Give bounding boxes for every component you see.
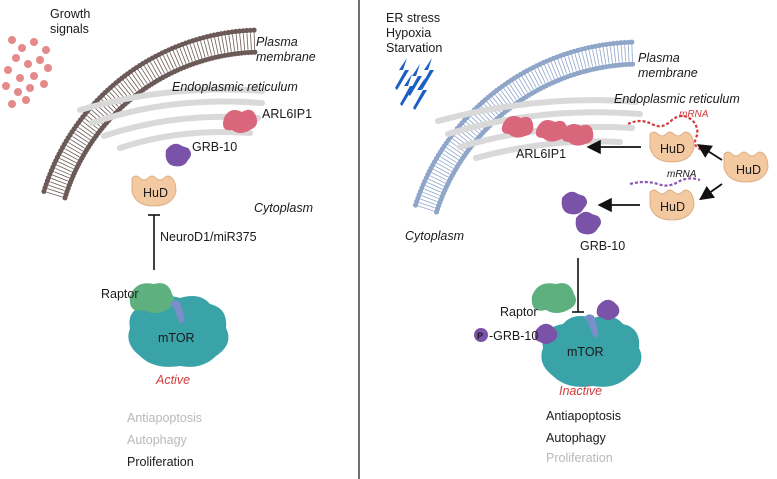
stress-label-hypoxia: Hypoxia xyxy=(386,26,431,40)
mrna-label-top: mRNA xyxy=(679,109,709,120)
growth-signals-label-line1: Growth xyxy=(50,7,90,21)
outcome-proliferation-left: Proliferation xyxy=(127,455,194,469)
p-grb10-protein xyxy=(534,323,558,344)
growth-signal-dot xyxy=(2,82,10,90)
outcome-proliferation-right: Proliferation xyxy=(546,451,613,465)
outcome-autophagy-right: Autophagy xyxy=(546,431,607,445)
growth-signal-dot xyxy=(36,56,44,64)
hud-protein-top-right xyxy=(649,131,695,163)
right-panel: ER stress Hypoxia Starvation Plasma memb… xyxy=(386,11,769,465)
endoplasmic-reticulum-right xyxy=(435,97,643,161)
outcome-antiapoptosis-left: Antiapoptosis xyxy=(127,411,202,425)
arl6ip1-label-right: ARL6IP1 xyxy=(516,147,566,161)
hud-protein-left xyxy=(131,175,177,207)
mrna-label-bottom: mRNA xyxy=(667,169,697,180)
outcome-antiapoptosis-right: Antiapoptosis xyxy=(546,409,621,423)
arl6ip1-proteins-right xyxy=(501,116,594,146)
hud-label-free: HuD xyxy=(736,163,761,177)
cytoplasm-label-left: Cytoplasm xyxy=(254,201,313,215)
hud-label-top-right: HuD xyxy=(660,142,685,156)
growth-signals-label-line2: signals xyxy=(50,22,89,36)
grb10-free-near-mtor xyxy=(596,299,620,320)
neurod1-label: NeuroD1/miR375 xyxy=(160,230,257,244)
left-panel: Growth signals Plasma membrane Endoplasm… xyxy=(2,7,316,469)
growth-signal-dot xyxy=(8,100,16,108)
growth-signal-dot xyxy=(24,60,32,68)
arrow-free-hud-to-top xyxy=(696,144,723,161)
growth-signal-dot xyxy=(44,64,52,72)
arrow-free-hud-to-bottom xyxy=(699,183,723,201)
plasma-membrane-label-line2: membrane xyxy=(256,50,316,64)
growth-signal-dot xyxy=(12,54,20,62)
stress-lightning-icon xyxy=(395,58,434,110)
phospho-badge xyxy=(474,328,488,342)
raptor-label-right: Raptor xyxy=(500,305,538,319)
plasma-membrane-label-line1: Plasma xyxy=(256,35,298,49)
hud-label-bottom-right: HuD xyxy=(660,200,685,214)
plasma-membrane-left xyxy=(41,27,258,201)
grb10-label-right: GRB-10 xyxy=(580,239,625,253)
arl6ip1-label-left: ARL6IP1 xyxy=(262,107,312,121)
plasma-membrane-label-right-line2: membrane xyxy=(638,66,698,80)
state-label-inactive: Inactive xyxy=(559,384,602,398)
phospho-label: P xyxy=(477,331,483,341)
growth-signal-dot xyxy=(30,72,38,80)
mtor-complex-right xyxy=(541,316,642,387)
grb10-bound-mtor-right xyxy=(584,314,599,338)
mtor-complex-left xyxy=(128,296,229,367)
mtor-label-right: mTOR xyxy=(567,345,604,359)
mrna-strand-top xyxy=(627,114,705,152)
state-label-active: Active xyxy=(155,373,190,387)
raptor-protein-right xyxy=(531,283,576,313)
cytoplasm-label-right: Cytoplasm xyxy=(405,229,464,243)
growth-signal-dot xyxy=(14,88,22,96)
grb10-bound-left xyxy=(170,300,185,324)
growth-signal-dot xyxy=(4,66,12,74)
stress-label-starvation: Starvation xyxy=(386,41,442,55)
outcome-autophagy-left: Autophagy xyxy=(127,433,188,447)
raptor-label-left: Raptor xyxy=(101,287,139,301)
hud-protein-free xyxy=(723,151,769,183)
stress-label-er-stress: ER stress xyxy=(386,11,440,25)
growth-signal-dot xyxy=(26,84,34,92)
hud-label-left: HuD xyxy=(143,186,168,200)
p-grb10-label: -GRB-10 xyxy=(489,329,538,343)
growth-signal-dot xyxy=(22,96,30,104)
mrna-strand-bottom xyxy=(629,177,701,187)
grb10-proteins-right xyxy=(561,191,601,235)
growth-signal-dot xyxy=(18,44,26,52)
growth-signal-dots xyxy=(2,36,52,108)
growth-signal-dot xyxy=(8,36,16,44)
raptor-protein-left xyxy=(129,283,174,313)
grb10-protein-left xyxy=(165,143,191,167)
growth-signal-dot xyxy=(40,80,48,88)
hud-protein-bottom-right xyxy=(649,189,695,221)
er-label-right: Endoplasmic reticulum xyxy=(614,92,740,106)
growth-signal-dot xyxy=(16,74,24,82)
plasma-membrane-right xyxy=(412,39,636,215)
mtor-label-left: mTOR xyxy=(158,331,195,345)
arl6ip1-protein-left xyxy=(223,109,258,133)
growth-signal-dot xyxy=(30,38,38,46)
plasma-membrane-label-right-line1: Plasma xyxy=(638,51,680,65)
growth-signal-dot xyxy=(42,46,50,54)
er-label-left: Endoplasmic reticulum xyxy=(172,80,298,94)
grb10-label-left: GRB-10 xyxy=(192,140,237,154)
